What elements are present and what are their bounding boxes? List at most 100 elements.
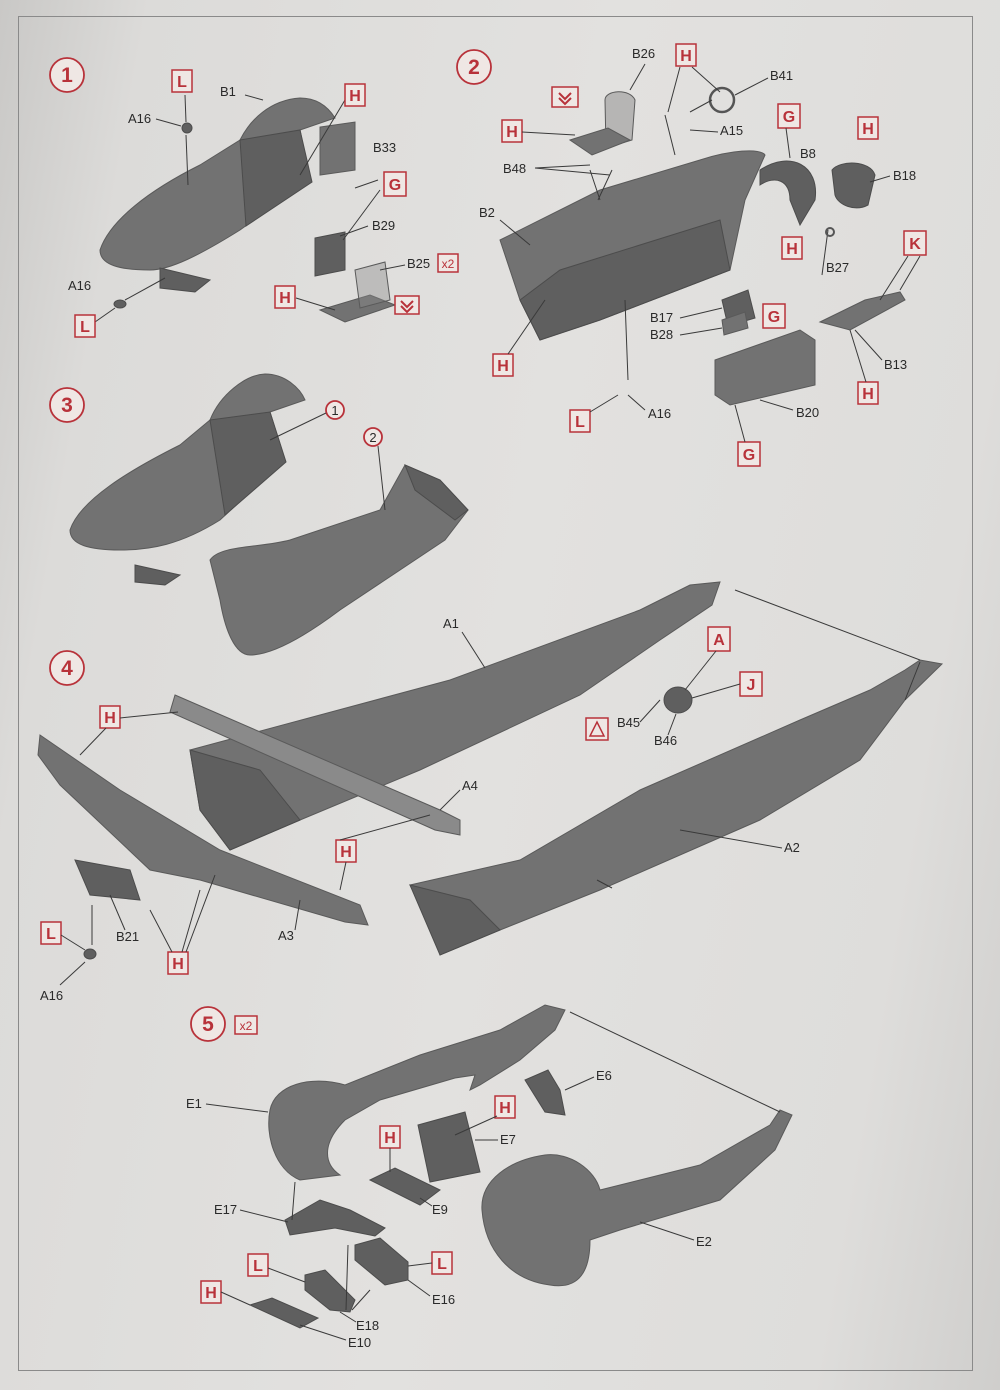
paint-code-h: H (497, 358, 509, 375)
paint-code-h: H (205, 1285, 217, 1302)
paint-h-4a: H (99, 705, 121, 729)
paint-code-h: H (172, 956, 184, 973)
label-e2: E2 (696, 1234, 712, 1249)
paint-code-l: L (253, 1258, 263, 1275)
part-b1-pedal (159, 267, 212, 293)
step-1: 1 B1 L A16 H B33 G B29 (49, 57, 459, 338)
step-3-label: 3 (61, 394, 73, 417)
part-a2-edge (409, 884, 501, 956)
label-e17: E17 (214, 1202, 237, 1217)
part-b18 (831, 162, 876, 209)
sheet-border (18, 16, 973, 1371)
paint-h-5a: H (494, 1095, 516, 1119)
part-b28 (721, 311, 749, 336)
step-5-mult-label: x2 (240, 1019, 253, 1033)
paint-g-2a: G (777, 103, 801, 129)
paint-h-2d: H (781, 236, 803, 260)
part-b29 (314, 231, 346, 277)
part-b25-back (354, 261, 391, 309)
paint-g-2c: G (737, 441, 761, 467)
paint-code-h: H (104, 710, 116, 727)
glue-caution-4 (585, 717, 609, 741)
part-b46 (663, 686, 693, 714)
paint-code-l: L (80, 319, 90, 336)
part-e16 (354, 1237, 409, 1286)
paint-h-1: H (344, 83, 366, 107)
part-b33 (319, 121, 356, 176)
label-b13: B13 (884, 357, 907, 372)
paint-l-1b: L (74, 314, 96, 338)
label-b25: B25 (407, 256, 430, 271)
paint-h-5c: H (200, 1280, 222, 1304)
label-e10: E10 (348, 1335, 371, 1350)
part-a16-top (181, 122, 193, 134)
paint-h-5b: H (379, 1125, 401, 1149)
part-b41-wheel (708, 86, 736, 114)
paint-h-2f: H (492, 353, 514, 377)
paint-code-h: H (862, 386, 874, 403)
label-b27: B27 (826, 260, 849, 275)
paint-code-l: L (575, 414, 585, 431)
label-b8: B8 (800, 146, 816, 161)
paint-a-4: A (707, 626, 731, 652)
part-b21 (74, 859, 141, 901)
step-5-number: 5 (190, 1006, 226, 1042)
part-floor-lip (404, 464, 469, 521)
paint-l-4: L (40, 921, 62, 945)
label-b41: B41 (770, 68, 793, 83)
paint-code-h: H (680, 48, 692, 65)
label-b28: B28 (650, 327, 673, 342)
step-4-number: 4 (49, 650, 85, 686)
step-5-multiplier: x2 (234, 1015, 258, 1035)
decal-1 (394, 295, 420, 315)
label-b21: B21 (116, 929, 139, 944)
part-e2 (481, 1109, 793, 1287)
paint-code-h: H (862, 121, 874, 138)
label-e9: E9 (432, 1202, 448, 1217)
paint-code-a: A (713, 632, 725, 649)
paint-code-h: H (349, 88, 361, 105)
paint-code-l: L (437, 1256, 447, 1273)
b25-mult-label: x2 (442, 257, 455, 271)
step-2-label: 2 (468, 56, 480, 79)
paint-l-1: L (171, 69, 193, 93)
label-a16-s4: A16 (40, 988, 63, 1003)
step-4-label: 4 (61, 657, 73, 680)
step-3-ref-1: 1 (331, 403, 338, 418)
label-b20: B20 (796, 405, 819, 420)
label-b45: B45 (617, 715, 640, 730)
step-3: 3 1 2 (49, 373, 469, 656)
paint-code-h: H (279, 290, 291, 307)
part-e17 (284, 1199, 386, 1237)
paint-code-k: K (909, 236, 921, 253)
paint-h-2a: H (675, 43, 697, 67)
step-1-number: 1 (49, 57, 85, 93)
paint-code-g: G (768, 309, 780, 326)
paint-h-4b: H (335, 839, 357, 863)
paint-j-4: J (739, 671, 763, 697)
part-b8 (759, 160, 817, 227)
step-3-number: 3 (49, 387, 85, 423)
label-e18: E18 (356, 1318, 379, 1333)
label-b46: B46 (654, 733, 677, 748)
label-e16: E16 (432, 1292, 455, 1307)
label-b18: B18 (893, 168, 916, 183)
step-1-label: 1 (61, 64, 73, 87)
part-b2-floor (519, 219, 731, 341)
label-b1: B1 (220, 84, 236, 99)
part-e10 (248, 1297, 320, 1329)
label-a16-bottom: A16 (68, 278, 91, 293)
step-5: 5 x2 E1 E6 H E7 (186, 1004, 793, 1350)
label-a3: A3 (278, 928, 294, 943)
paint-code-h: H (506, 124, 518, 141)
step-2: 2 B26 H (456, 43, 927, 467)
paint-h-2c: H (857, 116, 879, 140)
paint-h-1b: H (274, 285, 296, 309)
part-b20 (714, 329, 816, 406)
part-b1-inner (239, 129, 313, 227)
paint-code-h: H (499, 1100, 511, 1117)
label-a15: A15 (720, 123, 743, 138)
part-front-pedal (134, 564, 182, 586)
part-a16-s4 (83, 948, 97, 960)
